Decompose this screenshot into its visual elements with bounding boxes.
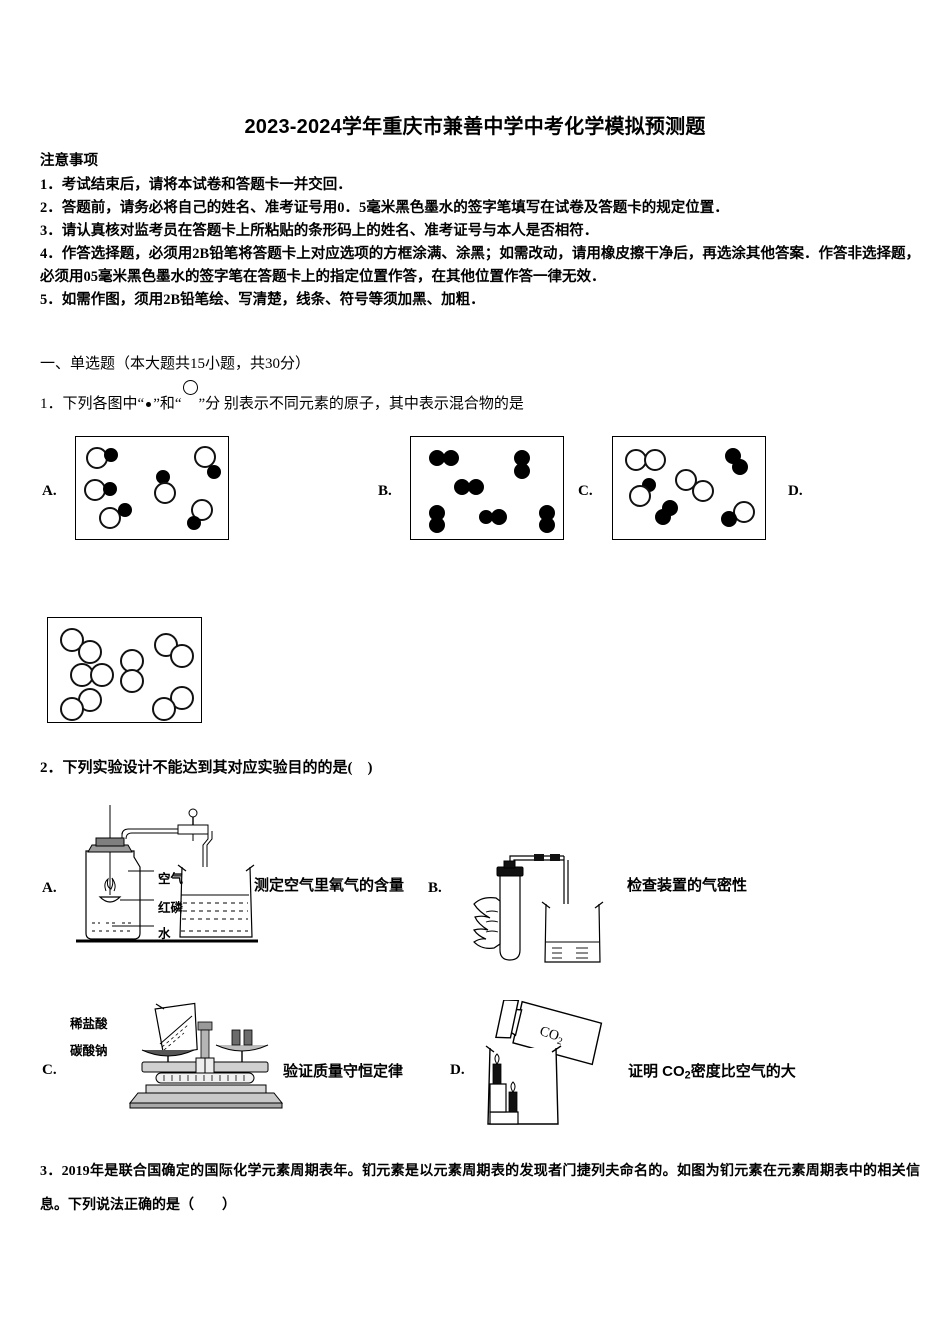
white-atom-icon	[152, 697, 176, 721]
question-1-text-a: 下列各图中“	[62, 396, 145, 412]
notice-section: 注意事项 1．考试结束后，请将本试卷和答题卡一并交回． 2．答题前，请务必将自己…	[40, 150, 920, 312]
q2-option-b-letter[interactable]: B.	[428, 880, 442, 896]
q1-option-d-letter[interactable]: D.	[788, 483, 803, 499]
q2-option-c-label-dilute-hcl: 稀盐酸	[70, 1017, 108, 1031]
black-atom-icon	[429, 517, 445, 533]
q2-option-d-caption-post: 密度比空气的大	[690, 1063, 796, 1080]
white-atom-icon	[60, 697, 84, 721]
white-atom-icon	[99, 507, 121, 529]
question-1-text-b: ”和“	[153, 396, 182, 412]
q2-option-c-label-sodium-carbonate: 碳酸钠	[70, 1044, 108, 1058]
q2-option-b-caption: 检查装置的气密性	[627, 877, 748, 894]
black-atom-icon	[468, 479, 484, 495]
q2-option-c-apparatus[interactable]	[120, 1000, 290, 1110]
q2-option-a-letter[interactable]: A.	[42, 880, 57, 896]
black-atom-icon	[187, 516, 201, 530]
white-atom-icon	[154, 482, 176, 504]
oxygen-content-apparatus-icon	[76, 805, 258, 943]
white-atom-icon	[629, 485, 651, 507]
question-3-stem: 3．2019年是联合国确定的国际化学元素周期表年。钔元素是以元素周期表的发现者门…	[40, 1155, 920, 1223]
airtightness-check-apparatus-icon	[473, 854, 604, 963]
question-1-stem: 1．下列各图中“ ”和“ ”分 别表示不同元素的原子，其中表示混合物的是	[40, 380, 524, 413]
question-2-text: 下列实验设计不能达到其对应实验目的的是( )	[62, 760, 373, 776]
white-atom-icon	[675, 469, 697, 491]
q2-option-d-apparatus[interactable]: CO2	[476, 1000, 636, 1135]
page-title: 2023-2024学年重庆市兼善中学中考化学模拟预测题	[244, 116, 706, 138]
q1-option-b-box[interactable]	[410, 436, 564, 540]
white-atom-icon	[170, 644, 194, 668]
black-atom-icon	[146, 402, 152, 408]
q2-option-d-letter[interactable]: D.	[450, 1062, 465, 1078]
notice-item-3: 3．请认真核对监考员在答题卡上所粘贴的条形码上的姓名、准考证号与本人是否相符．	[40, 223, 599, 239]
q1-option-b-letter[interactable]: B.	[378, 483, 392, 499]
question-2-stem: 2．下列实验设计不能达到其对应实验目的的是( )	[40, 756, 373, 777]
q1-option-c-box[interactable]	[612, 436, 766, 540]
notice-item-5: 5．如需作图，须用2B铅笔绘、写清楚，线条、符号等须加黑、加粗．	[40, 292, 485, 308]
white-atom-icon	[194, 446, 216, 468]
white-atom-icon	[191, 499, 213, 521]
black-atom-icon	[662, 500, 678, 516]
q1-option-c-letter[interactable]: C.	[578, 483, 593, 499]
notice-item-1: 1．考试结束后，请将本试卷和答题卡一并交回．	[40, 177, 352, 193]
q2-option-c-caption: 验证质量守恒定律	[283, 1063, 404, 1080]
q2-option-d-caption: 证明 CO2密度比空气的大	[628, 1060, 796, 1082]
q1-option-a-letter[interactable]: A.	[42, 483, 57, 499]
q2-option-a-apparatus[interactable]	[62, 805, 262, 965]
black-atom-icon	[443, 450, 459, 466]
balance-scale-apparatus-icon	[128, 1002, 284, 1109]
co2-density-apparatus-icon: CO2	[485, 1000, 603, 1125]
q2-option-a-caption: 测定空气里氧气的含量	[254, 877, 405, 894]
question-2-number: 2．	[40, 760, 63, 776]
section-heading-single-choice: 一、单选题（本大题共15小题，共30分）	[40, 356, 311, 372]
black-atom-icon	[491, 509, 507, 525]
black-atom-icon	[118, 503, 132, 517]
black-atom-icon	[104, 448, 118, 462]
question-1-number: 1．	[40, 396, 63, 412]
black-atom-icon	[103, 482, 117, 496]
notice-item-4: 4．作答选择题，必须用2B铅笔将答题卡上对应选项的方框涂满、涂黑；如需改动，请用…	[40, 246, 920, 285]
question-1-text-c: ”分 别表示不同元素的原子，其中表示混合物的是	[198, 396, 524, 412]
q2-option-c-letter[interactable]: C.	[42, 1062, 57, 1078]
black-atom-icon	[207, 465, 221, 479]
white-atom-icon	[692, 480, 714, 502]
q2-option-d-caption-pre: 证明 CO	[628, 1063, 685, 1080]
q2-option-a-label-air: 空气	[158, 872, 184, 886]
black-atom-icon	[721, 511, 737, 527]
question-3-number: 3．	[40, 1164, 62, 1179]
black-atom-icon	[514, 463, 530, 479]
q2-option-d-caption-sub: 2	[684, 1069, 691, 1082]
q2-option-a-label-red-phosphorus: 红磷	[158, 901, 184, 915]
white-atom-icon	[78, 640, 102, 664]
q2-option-b-apparatus[interactable]	[472, 852, 632, 972]
white-atom-icon	[182, 380, 198, 395]
q1-option-d-box[interactable]	[47, 617, 202, 723]
black-atom-icon	[732, 459, 748, 475]
white-atom-icon	[644, 449, 666, 471]
q1-option-a-box[interactable]	[75, 436, 229, 540]
q2-option-a-label-water: 水	[158, 927, 171, 941]
notice-heading: 注意事项	[40, 153, 98, 169]
notice-item-2: 2．答题前，请务必将自己的姓名、准考证号用0．5毫米黑色墨水的签字笔填写在试卷及…	[40, 200, 729, 216]
question-3-text: 2019年是联合国确定的国际化学元素周期表年。钔元素是以元素周期表的发现者门捷列…	[40, 1164, 921, 1213]
white-atom-icon	[120, 669, 144, 693]
black-atom-icon	[539, 517, 555, 533]
white-atom-icon	[90, 663, 114, 687]
